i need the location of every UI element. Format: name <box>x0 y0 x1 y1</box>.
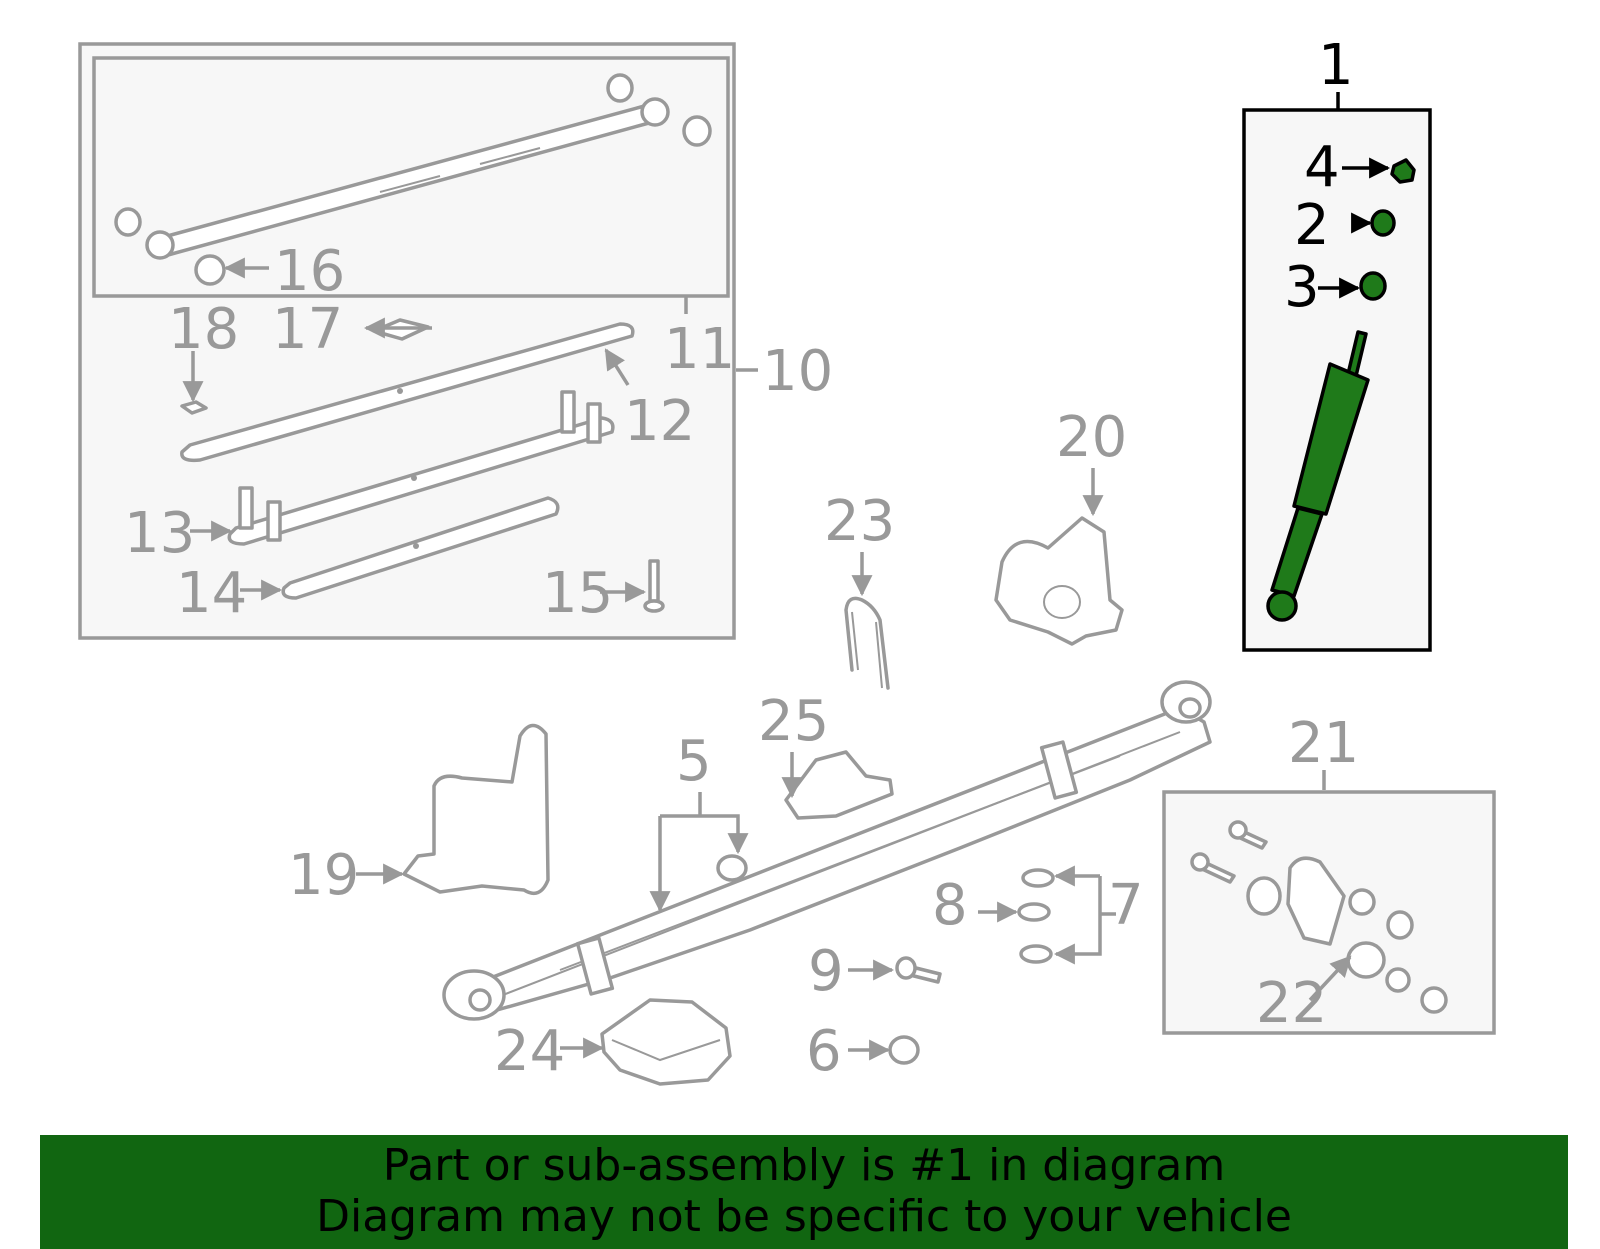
info-banner: Part or sub-assembly is #1 in diagram Di… <box>40 1135 1568 1249</box>
spring-eye-bushing-part <box>716 854 748 882</box>
callout-7: 7 <box>1108 873 1144 938</box>
callout-15: 15 <box>542 561 613 626</box>
callout-20: 20 <box>1056 405 1127 470</box>
callout-2: 2 <box>1294 193 1330 258</box>
callout-17: 17 <box>272 297 343 362</box>
shock-absorber-part <box>1266 330 1370 622</box>
shock-upper-bushing-part <box>1370 209 1396 237</box>
callout-18: 18 <box>168 297 239 362</box>
main-leaf-with-eyes-part <box>114 73 712 286</box>
callout-11: 11 <box>664 317 735 382</box>
callout-22: 22 <box>1256 971 1327 1036</box>
shackle-bushing-part <box>1346 941 1386 979</box>
front-hanger-bracket-part <box>994 516 1124 646</box>
callout-8: 8 <box>932 873 968 938</box>
callout-5: 5 <box>676 729 712 794</box>
washer-lower-part <box>1019 944 1053 964</box>
bottom-leaf-part <box>281 496 560 600</box>
banner-line-2: Diagram may not be specific to your vehi… <box>316 1191 1292 1242</box>
shock-lower-bushing-part <box>1359 271 1387 301</box>
callout-19: 19 <box>288 843 359 908</box>
leaf-spring-kit-box <box>78 42 736 640</box>
rear-hanger-bracket-part <box>402 723 550 896</box>
callout-6: 6 <box>806 1019 842 1084</box>
bushing-part <box>888 1035 920 1065</box>
callout-4: 4 <box>1304 135 1340 200</box>
bump-stop-bracket-part <box>784 750 894 820</box>
callout-23: 23 <box>824 489 895 554</box>
shackle-plate-part <box>1286 856 1346 946</box>
u-bolt-part <box>844 596 890 690</box>
banner-line-1: Part or sub-assembly is #1 in diagram <box>382 1140 1226 1191</box>
callout-3: 3 <box>1284 255 1320 320</box>
shackle-kit-box <box>1162 770 1496 1035</box>
leaf-spring-assembly-part <box>442 680 1212 1021</box>
callout-10: 10 <box>762 339 833 404</box>
callout-13: 13 <box>124 501 195 566</box>
shock-nut-part <box>1390 158 1416 184</box>
callout-24: 24 <box>494 1019 565 1084</box>
callout-12: 12 <box>624 389 695 454</box>
second-leaf-part <box>180 322 635 463</box>
center-bolt-part <box>643 559 665 613</box>
callout-9: 9 <box>808 939 844 1004</box>
shock-absorber-box <box>1242 92 1432 652</box>
callout-16: 16 <box>274 239 345 304</box>
washer-upper-part <box>1021 868 1055 888</box>
callout-14: 14 <box>176 561 247 626</box>
callout-21: 21 <box>1288 711 1359 776</box>
small-nut-part <box>180 400 208 415</box>
callout-25: 25 <box>758 689 829 754</box>
washer-middle-part <box>1017 902 1051 922</box>
callout-1: 1 <box>1318 33 1354 98</box>
spring-seat-part <box>600 998 732 1086</box>
